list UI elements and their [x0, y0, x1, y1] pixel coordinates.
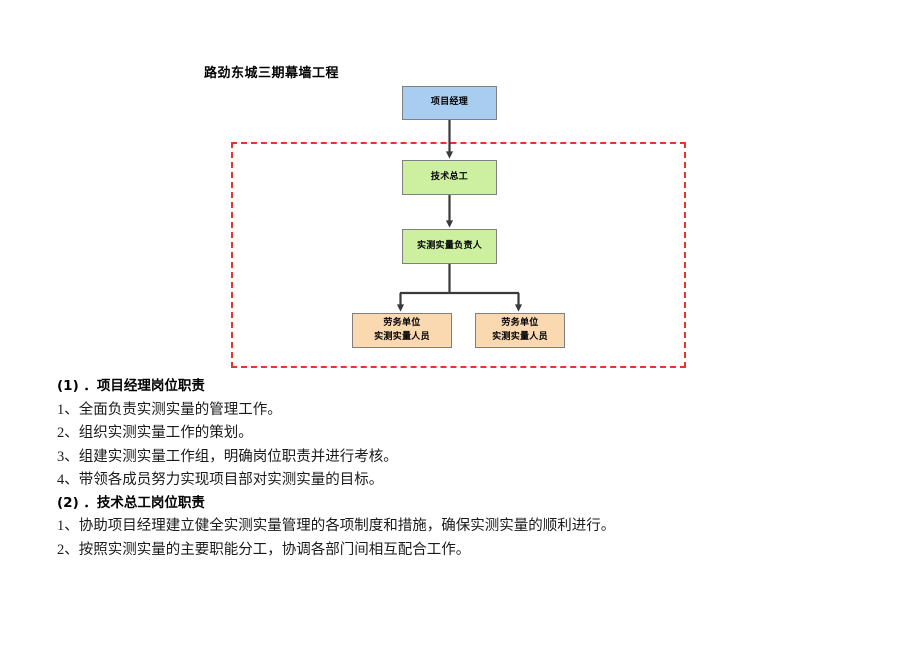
body-paragraph: 1、全面负责实测实量的管理工作。 — [57, 401, 282, 418]
document-body: (1) ．项目经理岗位职责 1、全面负责实测实量的管理工作。 2、组织实测实量工作的… — [57, 378, 877, 566]
node-labor-unit-1-line1: 劳务单位 — [383, 318, 421, 329]
node-labor-unit-1-text: 劳务单位 实测实量人员 — [374, 317, 430, 343]
node-labor-unit-2: 劳务单位 实测实量人员 — [475, 313, 565, 348]
node-labor-unit-1-line2: 实测实量人员 — [374, 331, 430, 342]
section-heading: (2) ．技术总工岗位职责 — [57, 494, 205, 511]
node-survey-lead-label: 实测实量负责人 — [416, 240, 483, 251]
body-paragraph: 2、按照实测实量的主要职能分工，协调各部门间相互配合工作。 — [57, 541, 471, 558]
node-project-manager: 项目经理 — [402, 86, 497, 120]
node-labor-unit-2-line1: 劳务单位 — [501, 318, 539, 329]
node-labor-unit-2-line2: 实测实量人员 — [492, 331, 548, 342]
node-chief-engineer: 技术总工 — [402, 160, 497, 195]
node-project-manager-label: 项目经理 — [430, 97, 469, 108]
dashed-scope-region — [231, 142, 686, 368]
node-chief-engineer-label: 技术总工 — [430, 171, 469, 182]
chart-title: 路劲东城三期幕墙工程 — [204, 66, 340, 81]
org-chart: 路劲东城三期幕墙工程 项目经理 技术总工 实测实量负责人 劳务单位 实测实量人员 — [204, 66, 686, 368]
body-paragraph: 1、协助项目经理建立健全实测实量管理的各项制度和措施，确保实测实量的顺利进行。 — [57, 518, 616, 534]
section-heading: (1) ．项目经理岗位职责 — [57, 378, 205, 394]
body-paragraph: 2、组织实测实量工作的策划。 — [57, 425, 253, 441]
node-survey-lead: 实测实量负责人 — [402, 229, 497, 264]
body-paragraph: 3、组建实测实量工作组，明确岗位职责并进行考核。 — [57, 448, 398, 465]
node-labor-unit-2-text: 劳务单位 实测实量人员 — [492, 317, 548, 343]
node-labor-unit-1: 劳务单位 实测实量人员 — [352, 313, 452, 348]
body-paragraph: 4、带领各成员努力实现项目部对实测实量的目标。 — [57, 472, 384, 488]
